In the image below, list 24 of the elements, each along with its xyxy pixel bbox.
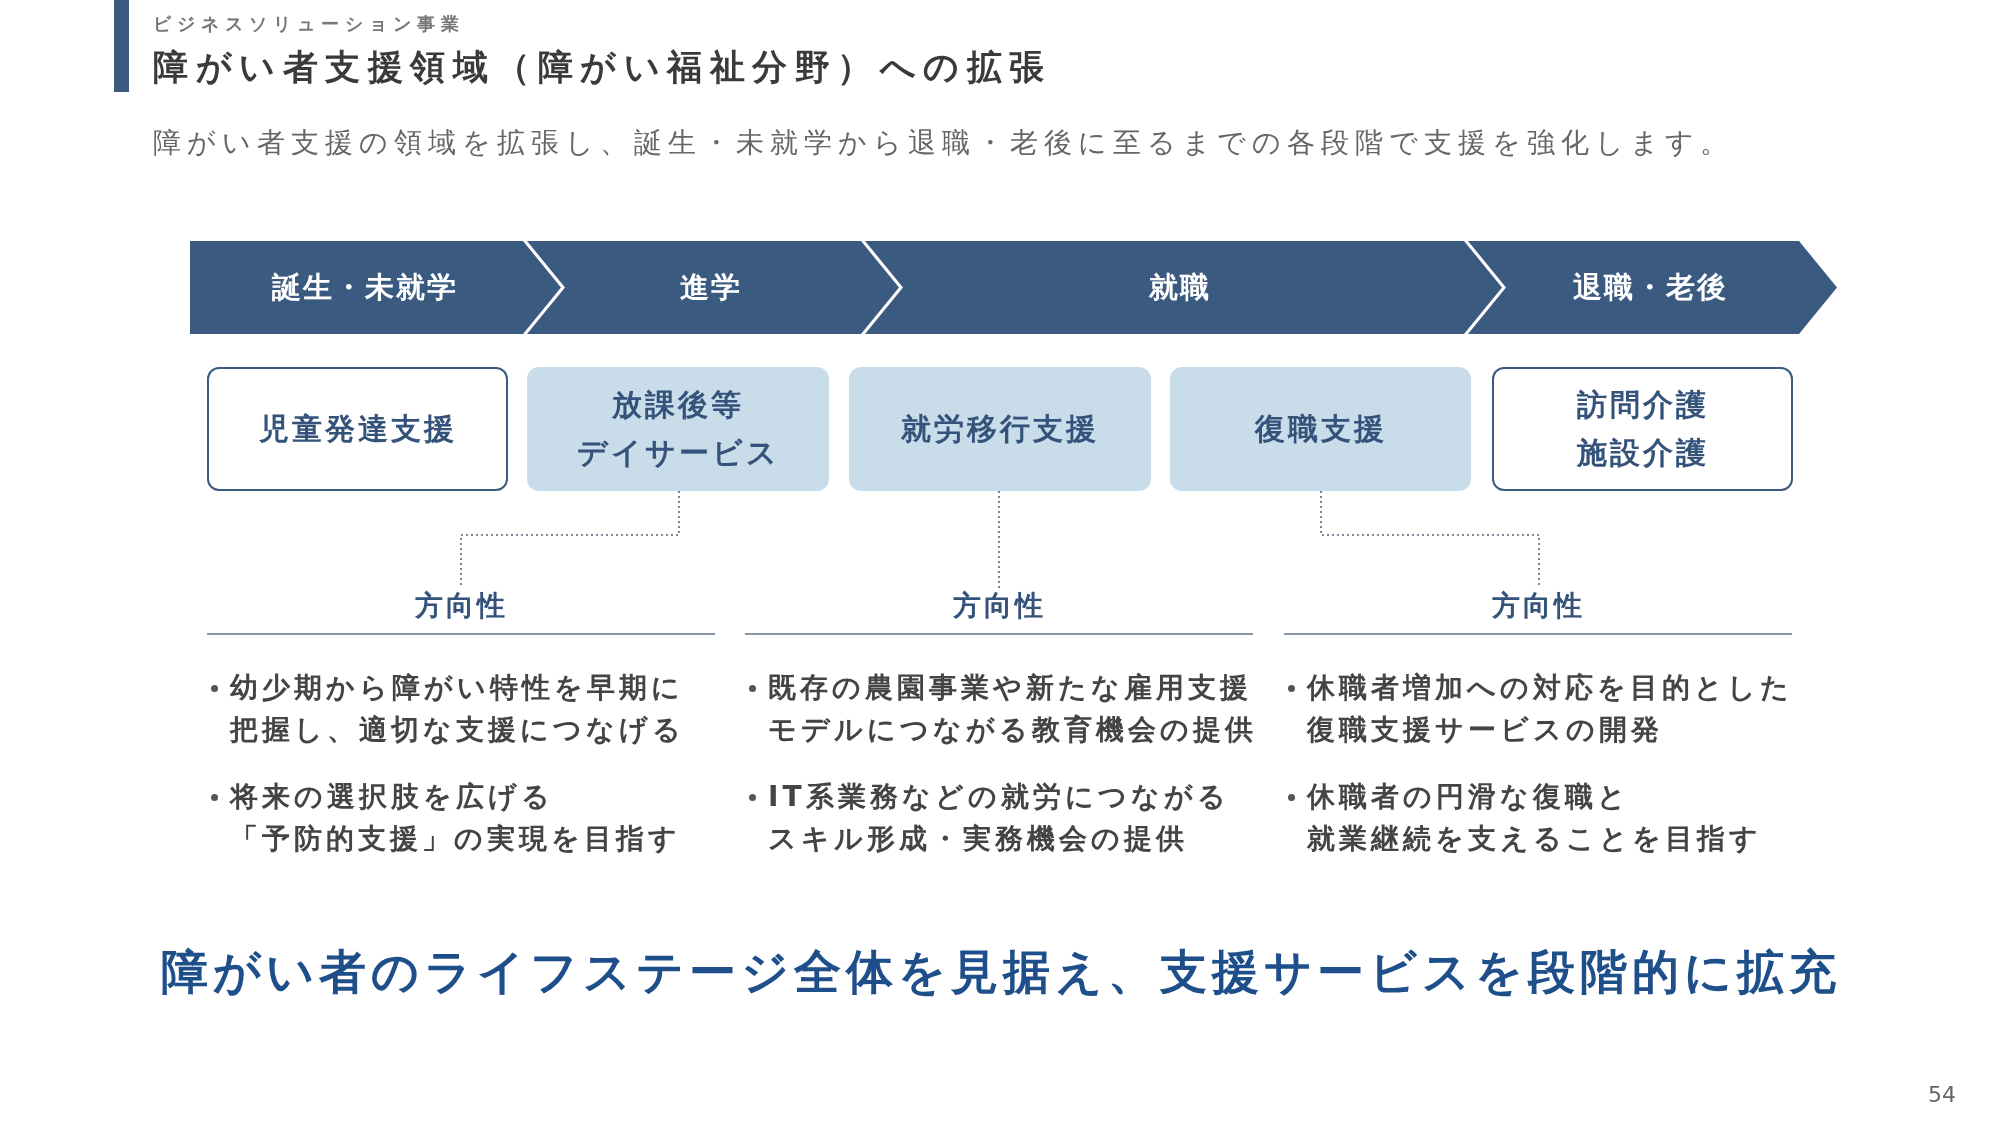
- subtitle: 障がい者支援の領域を拡張し、誕生・未就学から退職・老後に至るまでの各段階で支援を強化します。: [153, 125, 1734, 161]
- service-box: 就労移行支援: [849, 367, 1151, 491]
- stage-band: 進学: [527, 241, 899, 334]
- bullet-text: 既存の農園事業や新たな雇用支援モデルにつながる教育機会の提供: [768, 670, 1257, 748]
- service-box: 放課後等デイサービス: [527, 367, 829, 491]
- stage-band: 退職・老後: [1468, 241, 1837, 334]
- bullet-text: 幼少期から障がい特性を早期に把握し、適切な支援につなげる: [230, 670, 685, 748]
- page-number: 54: [1928, 1082, 1956, 1107]
- page-title: 障がい者支援領域（障がい福祉分野）への拡張: [153, 46, 1052, 89]
- service-box: 児童発達支援: [207, 367, 508, 491]
- connector-line: [998, 490, 1000, 589]
- direction-heading: 方向性: [899, 588, 1099, 624]
- bullet-text: IT系業務などの就労につながるスキル形成・実務機会の提供: [768, 779, 1230, 857]
- bullet-text: 将来の選択肢を広げる「予防的支援」の実現を目指す: [230, 779, 681, 857]
- key-message: 障がい者のライフステージ全体を見据え、支援サービスを段階的に拡充: [159, 943, 1842, 1001]
- bullet-text: 休職者の円滑な復職と就業継続を支えることを目指す: [1307, 779, 1762, 857]
- stage-band: 誕生・未就学: [190, 241, 561, 334]
- direction-heading: 方向性: [361, 588, 561, 624]
- service-box: 復職支援: [1170, 367, 1471, 491]
- section-kicker: ビジネスソリューション事業: [153, 12, 465, 36]
- service-box: 訪問介護施設介護: [1492, 367, 1793, 491]
- direction-heading: 方向性: [1438, 588, 1638, 624]
- bullet-text: 休職者増加への対応を目的とした復職支援サービスの開発: [1307, 670, 1793, 748]
- stage-band: 就職: [865, 241, 1502, 334]
